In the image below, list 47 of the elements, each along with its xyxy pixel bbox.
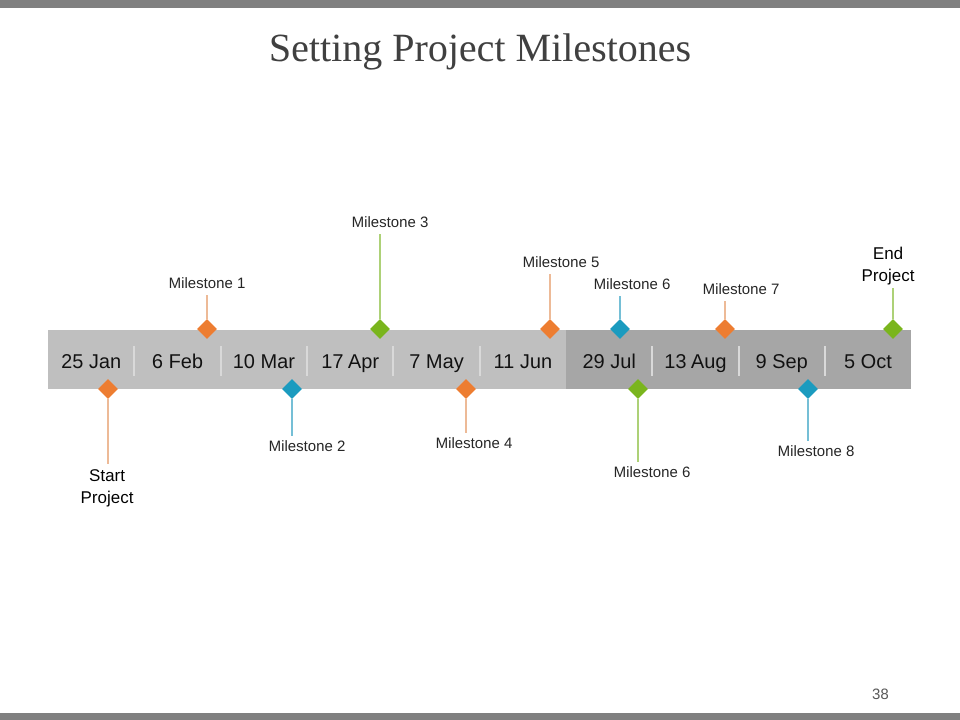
diamond-marker xyxy=(715,319,735,339)
diamond-marker xyxy=(456,379,476,399)
diamond-marker xyxy=(282,379,302,399)
milestone-label: Start Project xyxy=(80,465,134,509)
leader-line xyxy=(379,234,381,319)
diamond-marker xyxy=(197,319,217,339)
date-label: 17 Apr xyxy=(321,351,380,374)
leader-line xyxy=(892,288,894,319)
diamond-marker xyxy=(540,319,560,339)
leader-line xyxy=(465,399,467,433)
leader-line xyxy=(206,295,208,319)
date-label: 11 Jun xyxy=(494,351,552,374)
date-label: 13 Aug xyxy=(664,351,727,374)
leader-line xyxy=(637,399,639,462)
date-label: 5 Oct xyxy=(844,351,892,374)
date-label: 25 Jan xyxy=(61,351,122,374)
milestone-label: Milestone 7 xyxy=(702,280,780,300)
milestone-label: Milestone 6 xyxy=(614,463,690,483)
leader-line xyxy=(549,274,551,319)
leader-line xyxy=(291,399,293,436)
timeline-band xyxy=(48,330,566,389)
date-label: 9 Sep xyxy=(755,351,808,374)
milestone-label: Milestone 5 xyxy=(522,253,600,273)
diamond-marker xyxy=(798,379,818,399)
leader-line xyxy=(619,296,621,319)
diamond-marker xyxy=(370,319,390,339)
milestone-label: Milestone 8 xyxy=(778,442,854,462)
milestone-label: Milestone 4 xyxy=(436,434,512,454)
leader-line xyxy=(107,399,109,464)
diamond-marker xyxy=(628,379,648,399)
date-label: 7 May xyxy=(409,351,464,374)
milestone-label: End Project xyxy=(862,243,914,287)
milestone-label: Milestone 1 xyxy=(168,274,246,294)
date-label: 10 Mar xyxy=(232,351,295,374)
milestone-label: Milestone 6 xyxy=(594,275,670,295)
date-label: 29 Jul xyxy=(582,351,636,374)
slide-title: Setting Project Milestones xyxy=(268,24,692,72)
date-label: 6 Feb xyxy=(152,351,204,374)
milestone-label: Milestone 3 xyxy=(352,213,428,233)
page-number: 38 xyxy=(872,686,889,703)
diamond-marker xyxy=(883,319,903,339)
diamond-marker xyxy=(98,379,118,399)
milestone-label: Milestone 2 xyxy=(268,437,346,457)
leader-line xyxy=(807,399,809,441)
diamond-marker xyxy=(610,319,630,339)
timeline-band xyxy=(566,330,911,389)
leader-line xyxy=(724,301,726,319)
